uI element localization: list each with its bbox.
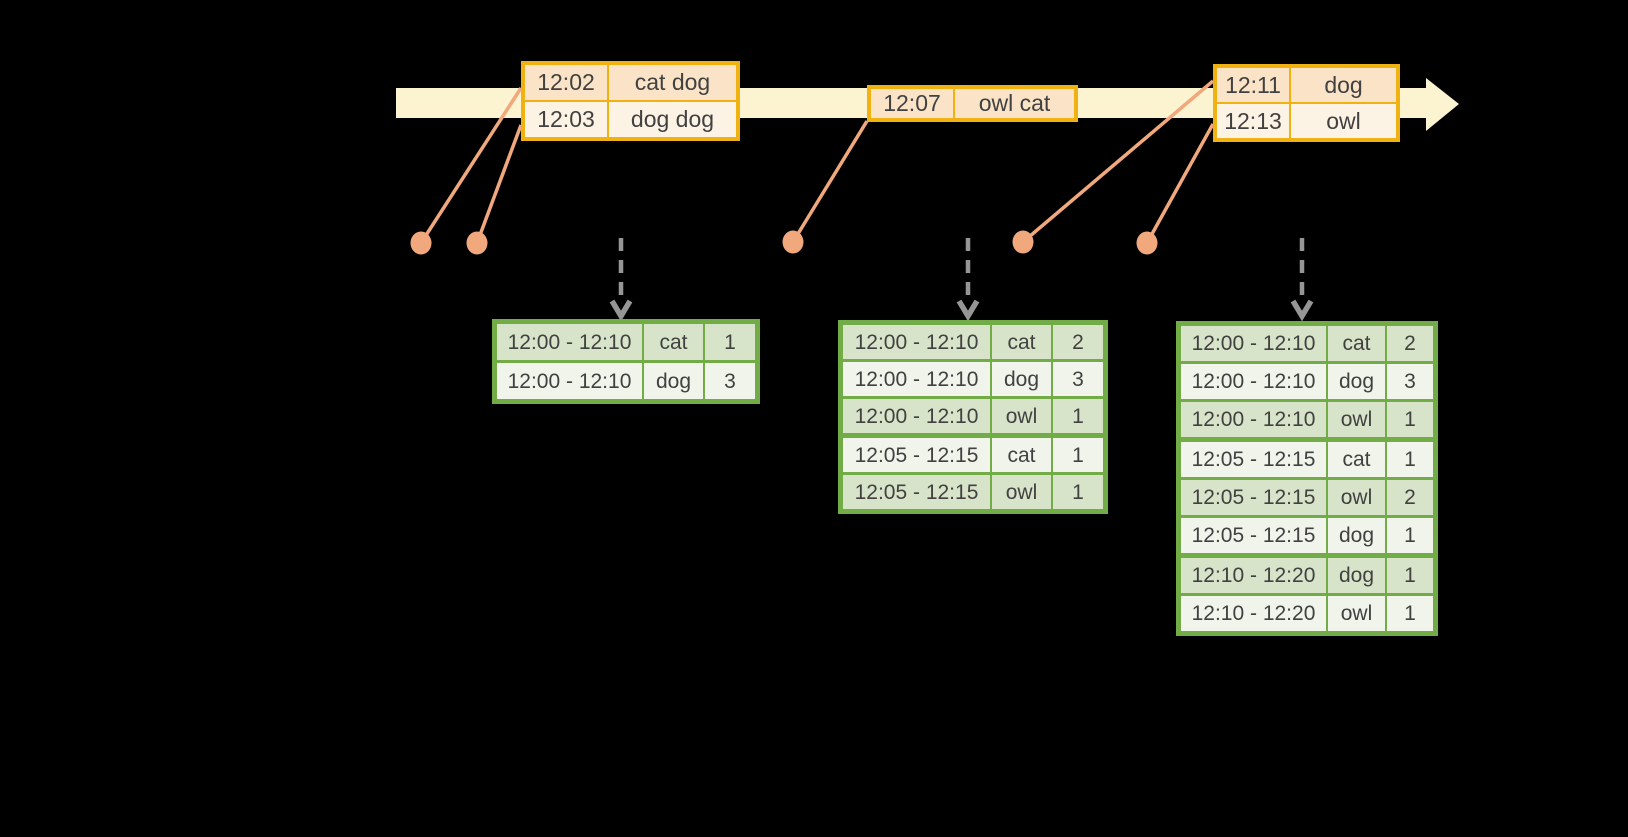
result-row: 12:00 - 12:10 owl 1 [1181,402,1433,437]
word-cell: owl [992,399,1051,433]
count-cell: 3 [705,363,755,399]
window-cell: 12:00 - 12:10 [843,325,990,359]
word-cell: owl [1328,402,1385,437]
result-row: 12:05 - 12:15 cat 1 [843,438,1103,472]
count-cell: 2 [1387,326,1433,361]
trigger-arrow-icon [956,238,980,322]
count-cell: 1 [705,324,755,360]
count-cell: 3 [1053,362,1103,396]
word-cell: dog [644,363,703,399]
window-cell: 12:10 - 12:20 [1181,558,1326,593]
event-row: 12:03 dog dog [525,102,736,137]
result-row: 12:00 - 12:10 dog 3 [1181,364,1433,399]
arrival-line [1145,123,1215,244]
event-time-cell: 12:11 [1217,68,1289,102]
event-row: 12:02 cat dog [525,65,736,100]
result-row: 12:05 - 12:15 owl 1 [843,475,1103,509]
trigger-arrow-icon [1290,238,1314,322]
count-cell: 2 [1387,480,1433,515]
event-time-cell: 12:13 [1217,104,1289,138]
arrival-line [791,120,869,243]
event-row: 12:07 owl cat [871,89,1074,118]
result-row: 12:00 - 12:10 owl 1 [843,399,1103,433]
arrival-line [475,124,523,244]
window-cell: 12:05 - 12:15 [843,475,990,509]
result-row: 12:10 - 12:20 owl 1 [1181,596,1433,631]
word-cell: owl [992,475,1051,509]
trigger-arrow-icon [609,238,633,322]
result-row: 12:05 - 12:15 owl 2 [1181,480,1433,515]
result-row: 12:00 - 12:10 cat 2 [1181,326,1433,361]
window-cell: 12:05 - 12:15 [1181,480,1326,515]
count-cell: 1 [1053,475,1103,509]
count-cell: 1 [1387,518,1433,553]
arrival-dot-icon [782,230,804,254]
word-cell: dog [1328,558,1385,593]
window-cell: 12:00 - 12:10 [843,399,990,433]
count-cell: 1 [1387,402,1433,437]
arrival-dot-icon [410,231,432,255]
window-cell: 12:00 - 12:10 [843,362,990,396]
window-cell: 12:00 - 12:10 [497,363,642,399]
event-row: 12:13 owl [1217,104,1396,138]
count-cell: 2 [1053,325,1103,359]
word-cell: cat [992,438,1051,472]
event-row: 12:11 dog [1217,68,1396,102]
event-table-2: 12:07 owl cat [867,85,1078,122]
window-cell: 12:05 - 12:15 [1181,518,1326,553]
count-cell: 1 [1053,399,1103,433]
result-row: 12:00 - 12:10 cat 1 [497,324,755,360]
arrival-line [1021,79,1215,244]
window-cell: 12:00 - 12:10 [1181,326,1326,361]
count-cell: 3 [1387,364,1433,399]
word-cell: cat [1328,326,1385,361]
result-row: 12:05 - 12:15 dog 1 [1181,518,1433,553]
window-cell: 12:00 - 12:10 [1181,364,1326,399]
arrival-dot-icon [1136,231,1158,255]
event-table-3: 12:11 dog 12:13 owl [1213,64,1400,142]
event-words-cell: owl [1291,104,1396,138]
result-table-2: 12:00 - 12:10 cat 2 12:00 - 12:10 dog 3 … [838,320,1108,514]
event-words-cell: dog dog [609,102,736,137]
word-cell: cat [1328,442,1385,477]
count-cell: 1 [1387,442,1433,477]
word-cell: cat [992,325,1051,359]
word-cell: owl [1328,596,1385,631]
event-time-cell: 12:07 [871,89,953,118]
timeline-arrowhead-icon [1426,78,1459,131]
count-cell: 1 [1053,438,1103,472]
result-row: 12:05 - 12:15 cat 1 [1181,442,1433,477]
word-cell: dog [1328,518,1385,553]
window-cell: 12:00 - 12:10 [497,324,642,360]
count-cell: 1 [1387,558,1433,593]
count-cell: 1 [1387,596,1433,631]
arrival-dot-icon [1012,230,1034,254]
result-table-1: 12:00 - 12:10 cat 1 12:00 - 12:10 dog 3 [492,319,760,404]
result-row: 12:00 - 12:10 dog 3 [497,363,755,399]
event-words-cell: owl cat [955,89,1074,118]
event-words-cell: dog [1291,68,1396,102]
result-row: 12:00 - 12:10 dog 3 [843,362,1103,396]
result-row: 12:00 - 12:10 cat 2 [843,325,1103,359]
result-row: 12:10 - 12:20 dog 1 [1181,558,1433,593]
word-cell: owl [1328,480,1385,515]
word-cell: dog [1328,364,1385,399]
window-cell: 12:10 - 12:20 [1181,596,1326,631]
window-cell: 12:05 - 12:15 [843,438,990,472]
event-time-cell: 12:03 [525,102,607,137]
arrival-dot-icon [466,231,488,255]
window-cell: 12:00 - 12:10 [1181,402,1326,437]
window-cell: 12:05 - 12:15 [1181,442,1326,477]
result-table-3: 12:00 - 12:10 cat 2 12:00 - 12:10 dog 3 … [1176,321,1438,636]
event-words-cell: cat dog [609,65,736,100]
event-time-cell: 12:02 [525,65,607,100]
word-cell: dog [992,362,1051,396]
event-table-1: 12:02 cat dog 12:03 dog dog [521,61,740,141]
arrival-line [419,87,523,244]
word-cell: cat [644,324,703,360]
